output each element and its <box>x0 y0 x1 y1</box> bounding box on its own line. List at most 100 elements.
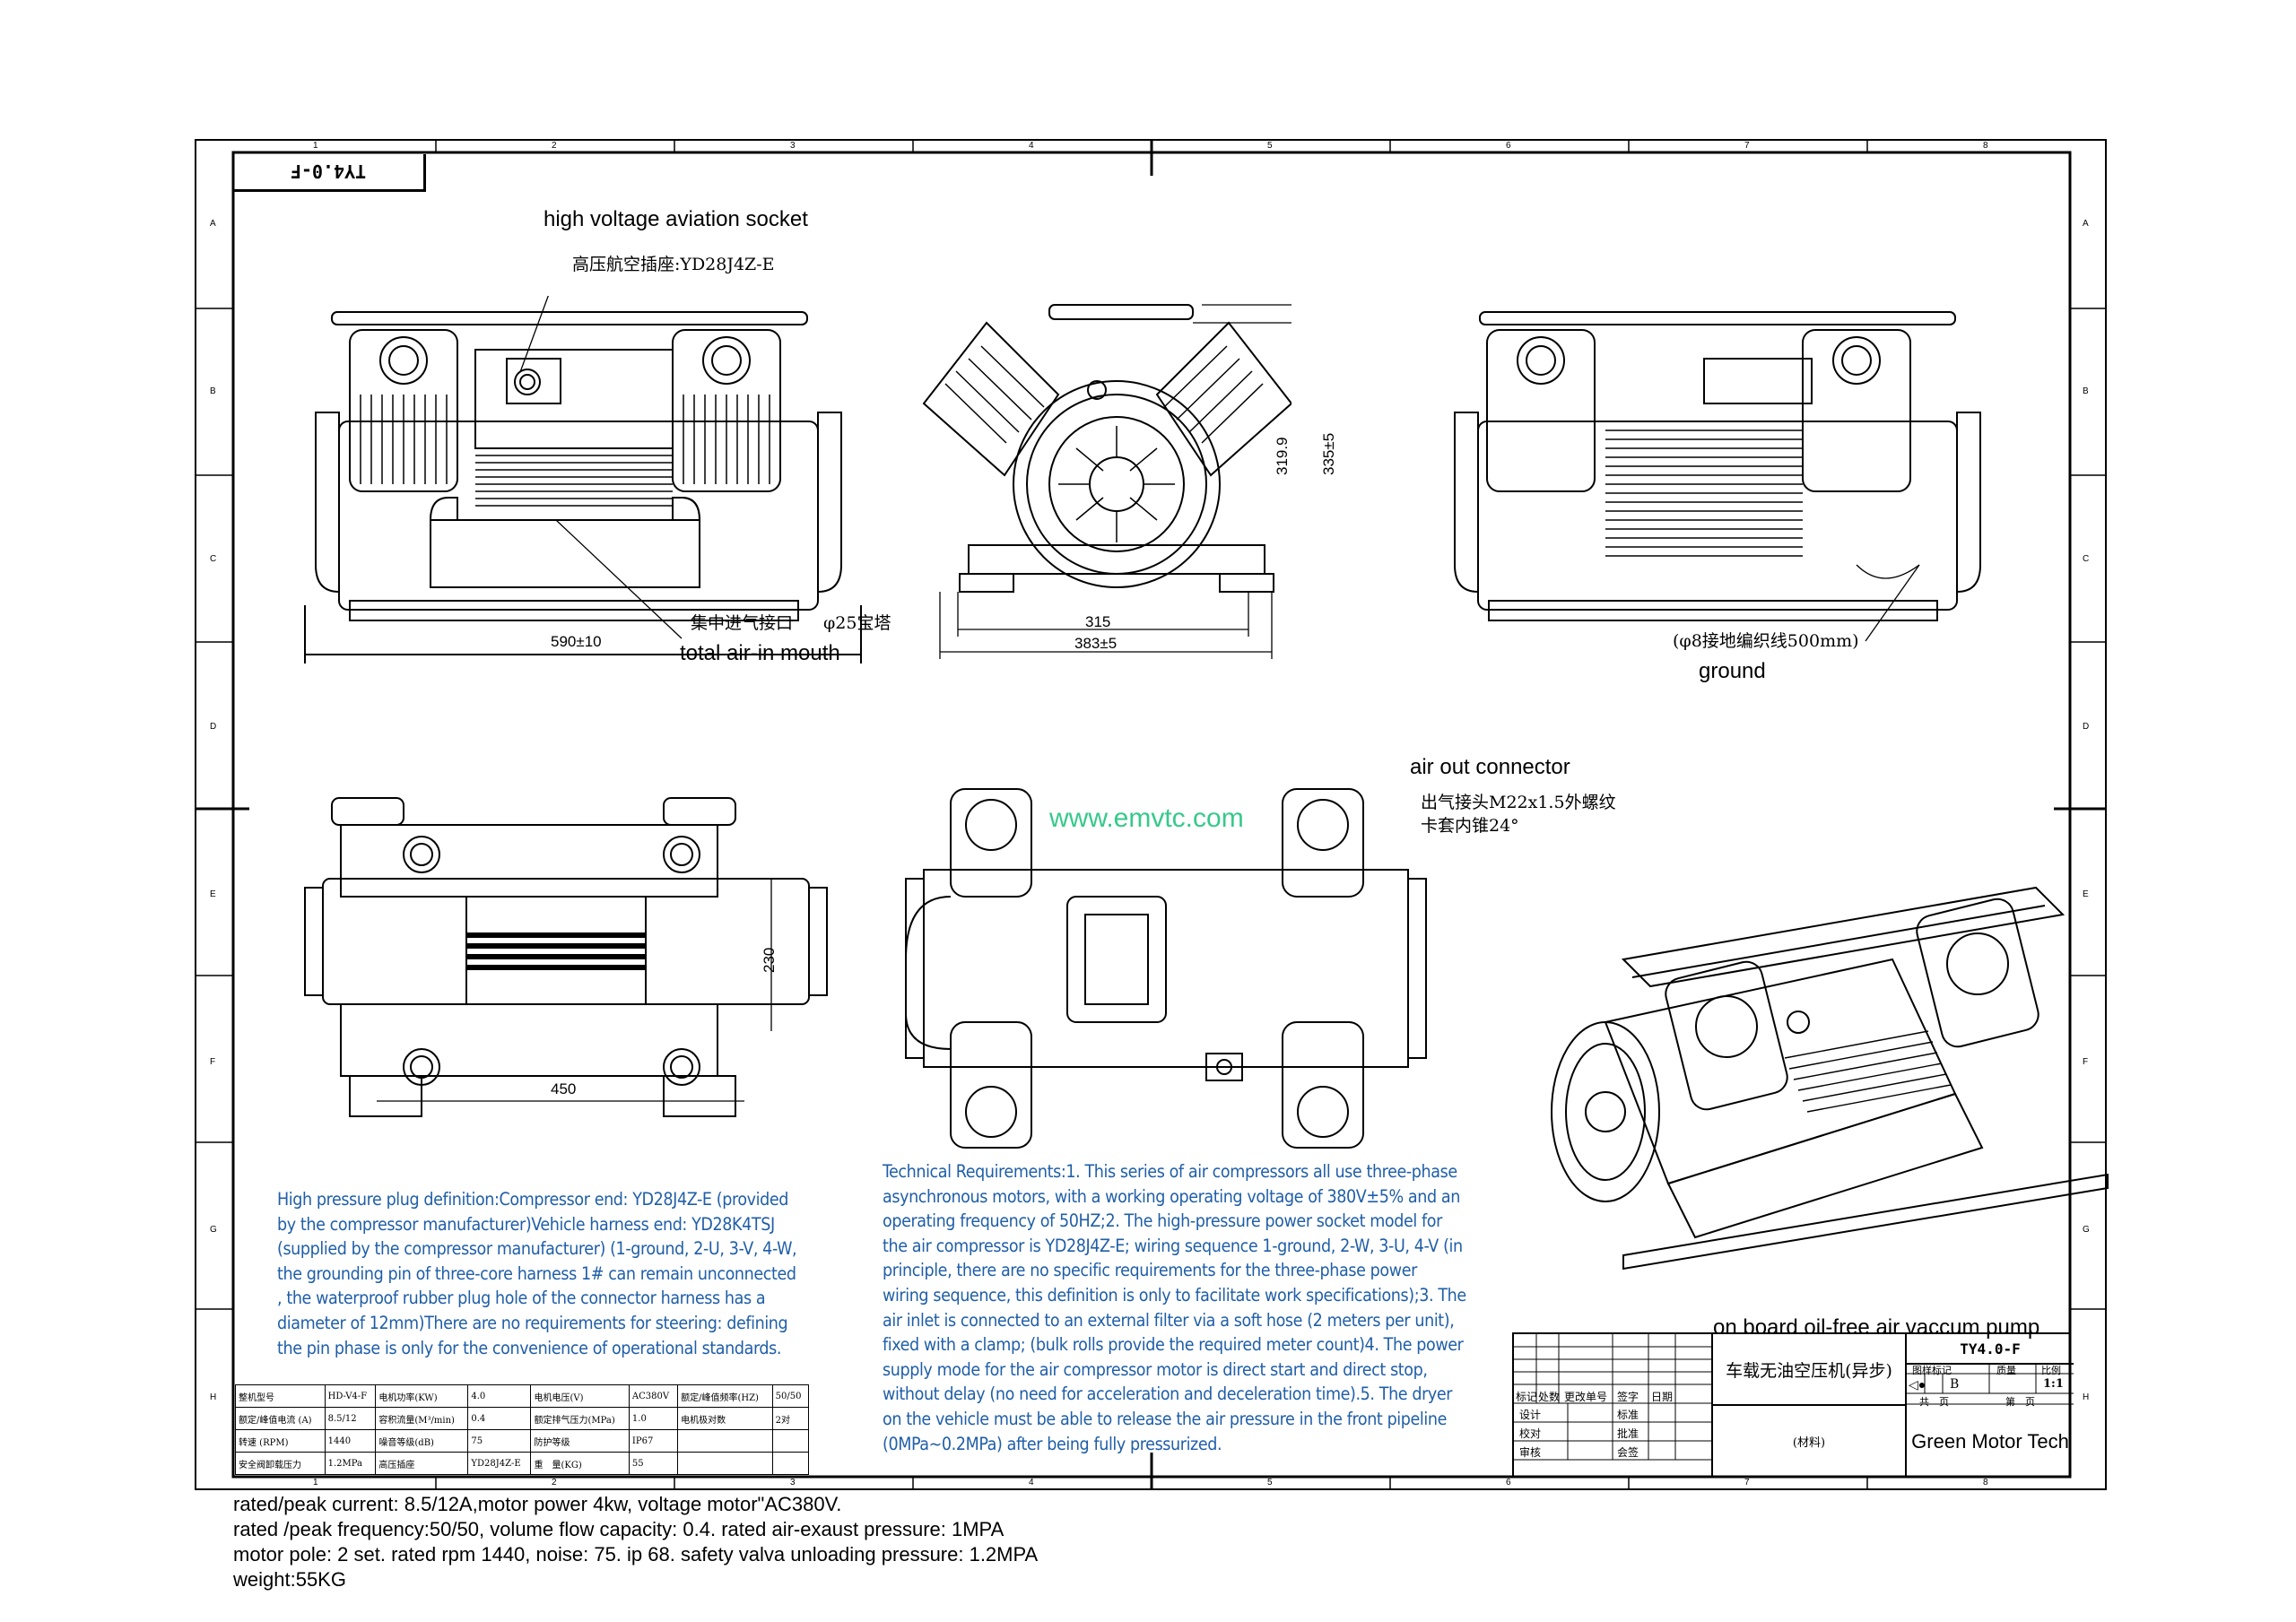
col-marker: 8 <box>1983 1478 1988 1488</box>
rear-view-drawing <box>1454 311 1981 642</box>
spec-cell: 1.2MPa <box>324 1452 377 1475</box>
top-depth-dim: 230 <box>761 947 778 973</box>
col-marker: 3 <box>790 1478 796 1488</box>
spec-cell: 1.0 <box>628 1407 679 1430</box>
airout-label-cn-2: 卡套内锥24° <box>1421 816 1519 836</box>
material-cell: (材料) <box>1713 1406 1905 1477</box>
role-design: 设计 <box>1519 1409 1542 1421</box>
spec-cell: 电机电压(V) <box>530 1384 630 1408</box>
note-line: the grounding pin of three-core harness … <box>277 1262 796 1284</box>
note-line: the air compressor is YD28J4Z-E; wiring … <box>883 1235 1463 1256</box>
revision-grid: 标记 处数 更改单号 签字 日期 设计 校对 审核 标准 批准 会签 <box>1514 1334 1713 1477</box>
spec-line: motor pole: 2 set. rated rpm 1440, noise… <box>233 1543 1039 1566</box>
role-approve: 批准 <box>1617 1427 1639 1440</box>
inlet-label-en: total air-in mouth <box>680 641 840 665</box>
row-marker: A <box>210 219 216 229</box>
col-marker: 7 <box>1744 1478 1750 1488</box>
rev-header-sign: 签字 <box>1617 1391 1639 1403</box>
note-line: High pressure plug definition:Compressor… <box>277 1189 788 1210</box>
top-view-drawing <box>304 797 828 1117</box>
spec-cell: 电机极对数 <box>677 1407 773 1430</box>
note-line: without delay (no need for acceleration … <box>883 1383 1453 1405</box>
airout-label-cn-1: 出气接头M22x1.5外螺纹 <box>1421 793 1616 812</box>
spec-cell: 电机功率(KW) <box>375 1384 469 1408</box>
company-cell: Green Motor Tech <box>1907 1406 2074 1477</box>
spec-cell: YD28J4Z-E <box>467 1452 532 1475</box>
note-line: (0MPa~0.2MPa) after being fully pressuri… <box>883 1433 1222 1454</box>
spec-cell: 噪音等级(dB) <box>375 1429 469 1453</box>
note-line: Technical Requirements:1. This series of… <box>883 1161 1457 1182</box>
rev-header-date: 日期 <box>1651 1391 1674 1403</box>
row-marker: H <box>2083 1392 2090 1402</box>
col-marker: 6 <box>1506 141 1511 151</box>
sheet-total: 共 页 <box>1919 1396 1949 1408</box>
table-row: 安全阀卸载压力 1.2MPa 高压插座 YD28J4Z-E 重 量(KG) 55 <box>235 1452 810 1475</box>
row-marker: B <box>210 386 216 396</box>
top-view-2-drawing <box>905 788 1427 1149</box>
right-block: TY4.0-F 图样标记 质量 比例 ◁● B 1:1 共 页 第 页 Gree… <box>1905 1334 2074 1477</box>
sheet-num: 第 页 <box>2005 1396 2035 1408</box>
spec-cell: 安全阀卸载压力 <box>235 1452 326 1475</box>
front-width-dim: 590±10 <box>551 633 602 650</box>
side-h1-dim: 319.9 <box>1274 437 1291 475</box>
spec-cell: 额定排气压力(MPa) <box>530 1407 630 1430</box>
col-marker: 2 <box>552 1478 557 1488</box>
spec-cell <box>771 1429 810 1453</box>
col-marker: 5 <box>1267 1478 1273 1488</box>
spec-cell <box>677 1452 773 1475</box>
title-code-box-inverted: TY4.0-F <box>233 154 426 192</box>
col-marker: 6 <box>1506 1478 1511 1488</box>
side-outer-dim: 383±5 <box>1074 635 1118 652</box>
role-countersign: 会签 <box>1617 1446 1639 1459</box>
note-line: , the waterproof rubber plug hole of the… <box>277 1288 766 1309</box>
isometric-view-drawing <box>1551 886 2109 1271</box>
spec-cell <box>771 1452 810 1475</box>
mark-value: B <box>1950 1377 1960 1392</box>
spec-cell: HD-V4-F <box>324 1384 377 1408</box>
spec-cell: 0.4 <box>467 1407 532 1430</box>
hdr-mark: 图样标记 <box>1912 1365 1952 1376</box>
note-line: principle, there are no specific require… <box>883 1260 1417 1281</box>
spec-cell: 4.0 <box>467 1384 532 1408</box>
row-marker: F <box>210 1057 216 1067</box>
plug-definition-note: High pressure plug definition:Compressor… <box>277 1187 797 1360</box>
bottom-spec-summary: rated/peak current: 8.5/12A,motor power … <box>233 1492 1038 1592</box>
note-line: air inlet is connected to an external fi… <box>883 1309 1455 1331</box>
role-review: 审核 <box>1519 1446 1542 1459</box>
col-marker: 1 <box>313 141 318 151</box>
col-marker: 2 <box>552 141 557 151</box>
spec-cell: 55 <box>628 1452 679 1475</box>
spec-line: rated/peak current: 8.5/12A,motor power … <box>233 1493 842 1515</box>
side-inner-dim: 315 <box>1085 613 1111 630</box>
rev-header-mark: 标记 <box>1516 1391 1538 1403</box>
note-line: supply mode for the air compressor motor… <box>883 1358 1428 1380</box>
note-line: fixed with a clamp; (bulk rolls provide … <box>883 1334 1464 1356</box>
column-markers-top: 1 2 3 4 5 6 7 8 <box>0 141 2296 152</box>
table-row: 转速 (RPM) 1440 噪音等级(dB) 75 防护等级 IP67 <box>235 1429 810 1453</box>
airout-label-en: air out connector <box>1410 755 1570 779</box>
role-standard: 标准 <box>1617 1409 1639 1421</box>
spec-cell: AC380V <box>628 1384 679 1408</box>
row-marker: C <box>210 554 217 564</box>
row-marker: G <box>210 1225 217 1235</box>
rev-header-order: 更改单号 <box>1564 1391 1608 1403</box>
spec-cell <box>677 1429 773 1453</box>
ground-label-cn: (φ8接地编织线500mm) <box>1673 631 1859 651</box>
projection-symbol-icon: ◁● <box>1909 1377 1926 1392</box>
top-width-dim: 450 <box>551 1080 577 1097</box>
col-marker: 1 <box>313 1478 318 1488</box>
product-name-en: on board oil-free air vaccum pump <box>1713 1315 2040 1340</box>
row-marker: H <box>210 1392 217 1402</box>
spec-line: rated /peak frequency:50/50, volume flow… <box>233 1518 1004 1540</box>
spec-cell: 高压插座 <box>375 1452 469 1475</box>
role-check: 校对 <box>1519 1427 1542 1440</box>
technical-requirements-note: Technical Requirements:1. This series of… <box>883 1159 1466 1456</box>
note-line: by the compressor manufacturer)Vehicle h… <box>277 1213 775 1235</box>
ground-label-en: ground <box>1699 659 1766 683</box>
note-line: the pin phase is only for the convenienc… <box>277 1337 782 1358</box>
row-marker: D <box>210 722 217 732</box>
row-marker: C <box>2083 554 2090 564</box>
hdr-mass: 质量 <box>1996 1365 2016 1376</box>
spec-cell: 额定/峰值频率(HZ) <box>677 1384 773 1408</box>
